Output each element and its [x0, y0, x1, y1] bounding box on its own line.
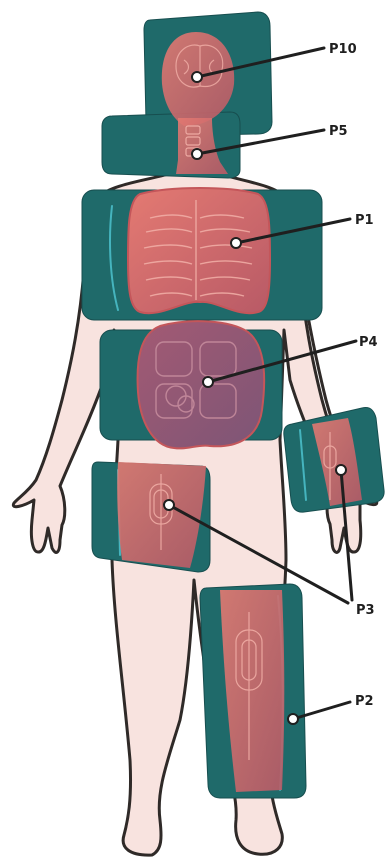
chest-region	[128, 188, 270, 313]
marker-p4	[203, 377, 213, 387]
label-p1: P1	[355, 213, 374, 228]
marker-p10	[192, 72, 202, 82]
label-p10: P10	[329, 42, 357, 57]
labels: P10 P5 P1 P4 P3 P2	[329, 42, 378, 709]
marker-p3-wrist	[336, 465, 346, 475]
label-p3: P3	[356, 603, 375, 618]
marker-p2	[288, 714, 298, 724]
label-p2: P2	[355, 694, 374, 709]
label-p5: P5	[329, 124, 348, 139]
marker-p5	[192, 149, 202, 159]
marker-p3-thigh	[164, 500, 174, 510]
abdomen-region	[138, 321, 265, 448]
label-p4: P4	[359, 335, 378, 350]
thigh-region	[117, 462, 206, 568]
marker-p1	[231, 238, 241, 248]
